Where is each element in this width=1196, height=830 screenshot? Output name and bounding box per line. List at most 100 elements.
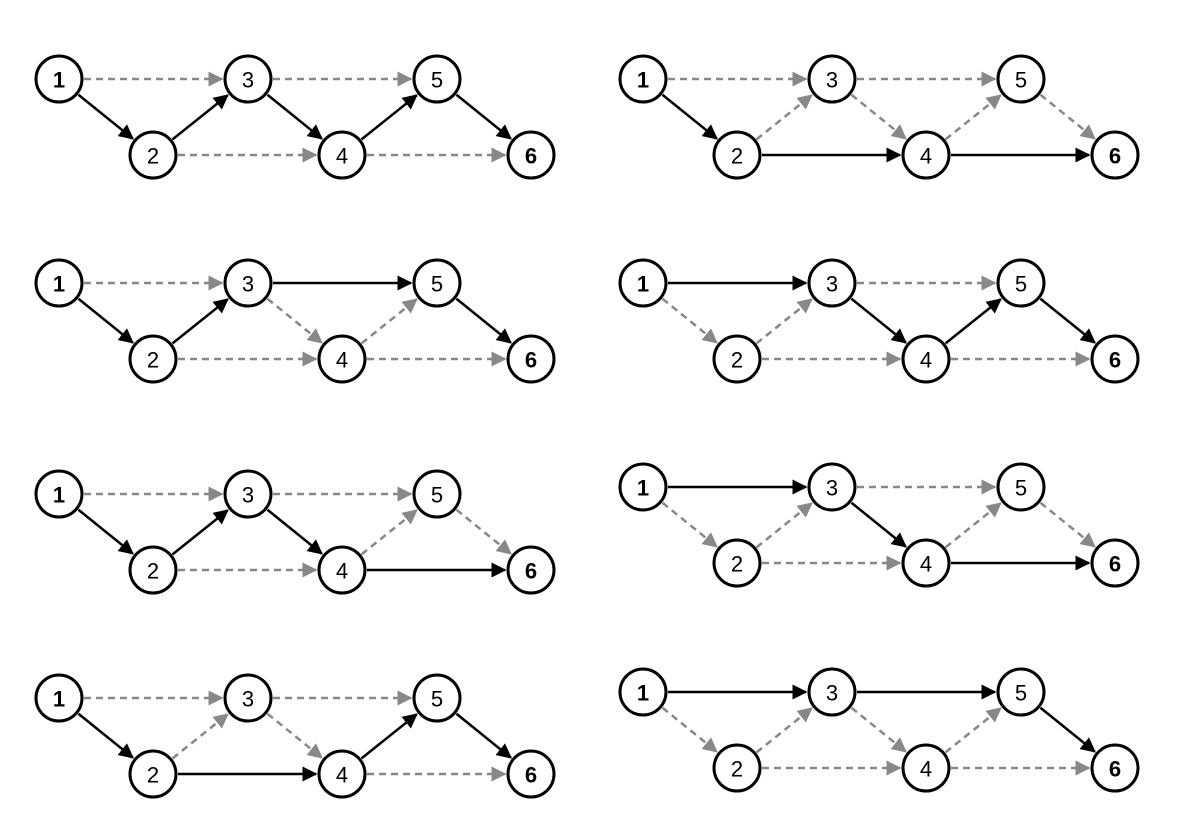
edge-3-to-4-inactive — [266, 712, 323, 759]
edge-4-to-5-inactive — [360, 509, 418, 556]
node-4-label: 4 — [920, 552, 932, 577]
node-6-circle — [1090, 130, 1140, 180]
node-2-circle — [712, 538, 762, 588]
node-5-circle — [412, 258, 462, 308]
node-6-label: 6 — [525, 348, 537, 373]
edge-3-to-4-active — [266, 508, 323, 555]
edge-4-to-5-inactive — [944, 94, 1002, 141]
edge-4-to-5-active — [944, 298, 1002, 345]
edge-3-to-4-active — [850, 501, 907, 548]
node-3-label: 3 — [242, 272, 254, 297]
node-2-label: 2 — [731, 348, 743, 373]
node-6-circle — [1090, 743, 1140, 793]
edge-4-to-5-active — [360, 94, 418, 141]
node-6-circle — [506, 749, 556, 799]
node-5-label: 5 — [1015, 681, 1027, 706]
node-6-label: 6 — [1109, 348, 1121, 373]
node-3-label: 3 — [826, 272, 838, 297]
node-4-circle — [317, 749, 367, 799]
edge-1-to-2-inactive — [661, 706, 718, 753]
node-5-circle — [996, 667, 1046, 717]
node-3-label: 3 — [826, 68, 838, 93]
node-1-circle — [34, 258, 84, 308]
node-3-label: 3 — [242, 68, 254, 93]
edge-1-to-2-inactive — [661, 297, 718, 344]
node-3-circle — [223, 673, 273, 723]
node-2-circle — [712, 334, 762, 384]
node-3-circle — [807, 54, 857, 104]
node-3-circle — [223, 54, 273, 104]
node-4-circle — [317, 334, 367, 384]
node-3-label: 3 — [826, 681, 838, 706]
edge-1-to-2-active — [77, 93, 134, 140]
edge-3-to-4-active — [266, 93, 323, 140]
node-1-circle — [34, 469, 84, 519]
node-2-circle — [128, 130, 178, 180]
edge-2-to-3-inactive — [755, 298, 813, 345]
node-4-circle — [901, 538, 951, 588]
node-2-label: 2 — [147, 348, 159, 373]
node-1-circle — [618, 462, 668, 512]
node-3-circle — [223, 469, 273, 519]
edge-5-to-6-active — [455, 712, 512, 759]
edge-3-to-4-inactive — [850, 93, 907, 140]
node-5-label: 5 — [431, 687, 443, 712]
node-2-label: 2 — [731, 144, 743, 169]
edge-1-to-2-active — [77, 508, 134, 555]
node-4-circle — [901, 130, 951, 180]
edge-1-to-2-inactive — [661, 501, 718, 548]
edge-3-to-4-inactive — [266, 297, 323, 344]
node-1-circle — [34, 54, 84, 104]
panels-layer: 1234561234561234561234561234561234561234… — [34, 54, 1140, 799]
node-3-label: 3 — [242, 687, 254, 712]
node-3-circle — [807, 258, 857, 308]
edge-2-to-3-inactive — [755, 94, 813, 141]
node-2-circle — [128, 334, 178, 384]
edge-3-to-4-inactive — [850, 706, 907, 753]
edge-2-to-3-active — [171, 94, 229, 141]
node-4-label: 4 — [920, 144, 932, 169]
node-2-label: 2 — [731, 552, 743, 577]
node-5-label: 5 — [431, 272, 443, 297]
node-5-circle — [996, 54, 1046, 104]
node-6-label: 6 — [525, 763, 537, 788]
node-6-circle — [506, 545, 556, 595]
edge-2-to-3-inactive — [755, 502, 813, 549]
node-2-circle — [128, 545, 178, 595]
node-1-circle — [618, 54, 668, 104]
node-5-label: 5 — [1015, 272, 1027, 297]
edge-2-to-3-inactive — [755, 707, 813, 754]
node-2-circle — [128, 749, 178, 799]
node-2-label: 2 — [147, 763, 159, 788]
node-5-circle — [996, 258, 1046, 308]
edge-3-to-4-active — [850, 297, 907, 344]
node-6-label: 6 — [525, 559, 537, 584]
edge-2-to-3-active — [171, 509, 229, 556]
node-4-label: 4 — [336, 559, 348, 584]
node-2-circle — [712, 743, 762, 793]
node-6-circle — [506, 334, 556, 384]
node-2-label: 2 — [147, 144, 159, 169]
edge-5-to-6-inactive — [455, 508, 512, 555]
node-5-label: 5 — [431, 483, 443, 508]
node-3-circle — [807, 462, 857, 512]
node-1-label: 1 — [637, 272, 649, 297]
node-6-circle — [506, 130, 556, 180]
edge-5-to-6-active — [1039, 706, 1096, 753]
node-2-label: 2 — [731, 757, 743, 782]
node-1-label: 1 — [53, 272, 65, 297]
node-1-label: 1 — [53, 68, 65, 93]
edge-2-to-3-active — [171, 298, 229, 345]
node-1-label: 1 — [637, 681, 649, 706]
node-6-label: 6 — [1109, 552, 1121, 577]
node-1-label: 1 — [637, 476, 649, 501]
node-4-label: 4 — [920, 757, 932, 782]
node-6-label: 6 — [1109, 757, 1121, 782]
